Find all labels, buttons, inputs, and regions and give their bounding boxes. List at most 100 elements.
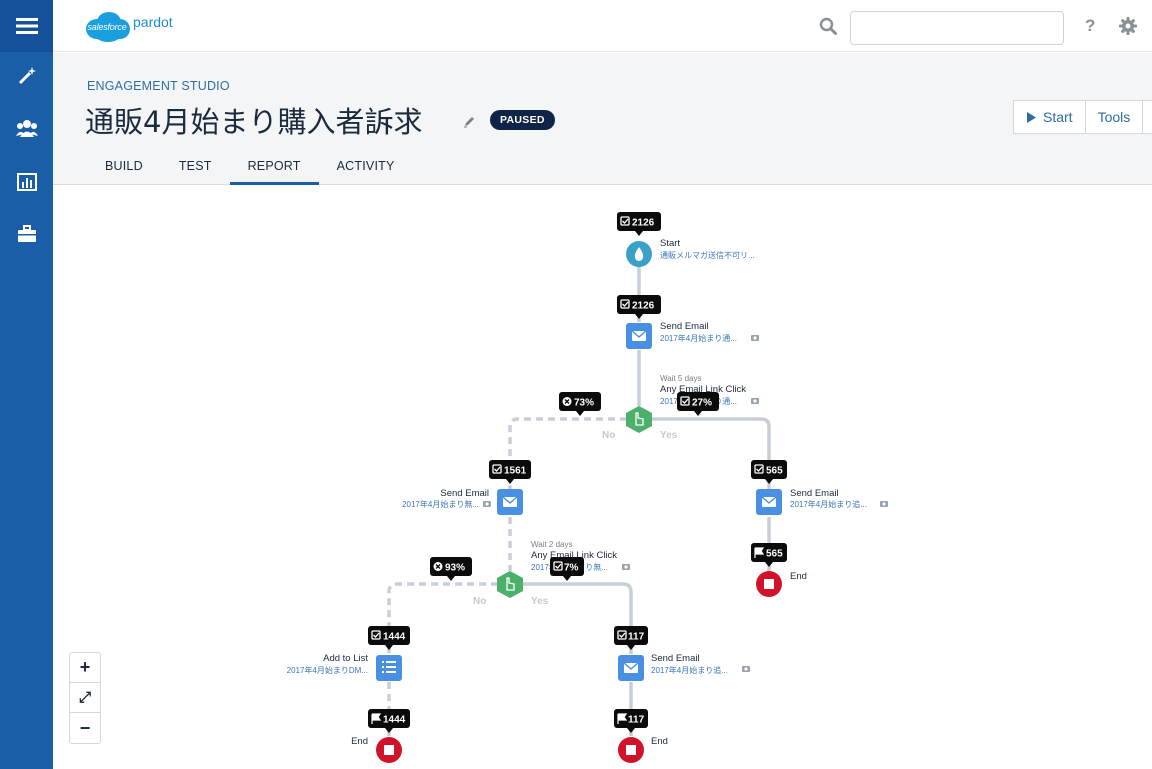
envelope-icon — [761, 496, 777, 508]
node-title: End — [790, 571, 807, 582]
tools-button-label: Tools — [1097, 109, 1131, 125]
start-button-label: Start — [1043, 109, 1073, 125]
magic-wand-icon — [18, 67, 36, 85]
pencil-icon[interactable] — [463, 115, 476, 128]
node-title: Send Email — [440, 488, 489, 499]
camera-icon[interactable] — [483, 501, 491, 507]
drop-icon — [634, 247, 644, 261]
flow-node-start[interactable]: 2126 Start 通販メルマガ送信不可リ... — [617, 212, 755, 267]
count-badge: 117 — [614, 709, 648, 733]
yes-percent-badge: 7% — [550, 557, 584, 581]
wait-label: Wait 5 days — [660, 374, 702, 383]
count-badge: 2126 — [617, 212, 661, 236]
gear-icon[interactable] — [1119, 17, 1137, 35]
status-badge: PAUSED — [490, 110, 555, 130]
no-percent-badge: 93% — [430, 557, 472, 581]
branch-no-label: No — [602, 430, 615, 441]
tab-report[interactable]: REPORT — [229, 153, 319, 185]
branch-yes-label: Yes — [660, 430, 678, 441]
yes-percent-badge: 27% — [677, 392, 719, 416]
tools-button[interactable]: Tools — [1085, 100, 1144, 134]
help-icon[interactable]: ? — [1085, 16, 1096, 35]
count-text: 117 — [628, 632, 645, 643]
top-header: salesforce pardot ? — [53, 0, 1152, 52]
count-badge: 117 — [614, 626, 648, 650]
count-badge: 1444 — [368, 709, 410, 733]
more-button[interactable] — [1143, 100, 1152, 134]
count-badge: 565 — [751, 460, 787, 484]
node-subtitle: 2017年4月始まり追... — [651, 665, 728, 675]
flow-node-rule-1[interactable]: Wait 5 days Any Email Link Click 2017年4月… — [559, 374, 759, 441]
envelope-icon — [631, 330, 647, 342]
count-text: 2126 — [632, 301, 655, 312]
camera-icon[interactable] — [742, 666, 750, 672]
stop-icon — [764, 579, 774, 589]
nav-reports[interactable] — [0, 162, 53, 202]
count-text: 565 — [766, 466, 783, 477]
wait-label: Wait 2 days — [531, 540, 573, 549]
tab-test[interactable]: TEST — [178, 159, 212, 173]
camera-icon[interactable] — [751, 398, 759, 404]
node-title: End — [351, 736, 368, 747]
tab-bar: BUILD TEST REPORT ACTIVITY — [87, 153, 413, 185]
engagement-flow: 2126 Start 通販メルマガ送信不可リ... 2126 Send E — [287, 212, 888, 763]
camera-icon[interactable] — [880, 501, 888, 507]
zoom-out-button[interactable]: − — [79, 717, 91, 738]
node-subtitle: 2017年4月始まり通... — [660, 333, 737, 343]
flow-node-send-email-2[interactable]: 1561 Send Email 2017年4月始まり無... — [402, 460, 531, 515]
count-text: 565 — [766, 549, 783, 560]
flow-node-rule-2[interactable]: Wait 2 days Any Email Link Click 2017年4月… — [430, 540, 630, 607]
branch-no-label: No — [473, 596, 486, 607]
count-badge: 1561 — [489, 460, 531, 484]
left-nav — [0, 0, 53, 769]
zoom-in-button[interactable]: + — [70, 653, 100, 683]
flow-node-end-1[interactable]: 565 End — [751, 543, 807, 597]
flow-node-send-email-3[interactable]: 565 Send Email 2017年4月始まり追... — [751, 460, 888, 515]
flag-icon — [371, 713, 382, 724]
fit-to-screen-button[interactable]: ⤢ — [70, 683, 100, 713]
node-title: Send Email — [651, 653, 700, 664]
start-button[interactable]: Start — [1013, 100, 1086, 134]
flow-node-end-3[interactable]: 117 End — [614, 709, 668, 763]
count-text: 1444 — [383, 715, 406, 726]
briefcase-icon — [17, 225, 36, 242]
count-badge: 2126 — [617, 295, 661, 319]
nav-prospects[interactable] — [0, 108, 53, 148]
nav-automation[interactable] — [0, 56, 53, 96]
hand-pointer-icon — [506, 577, 515, 591]
node-title: Start — [660, 238, 680, 249]
flow-node-send-email-4[interactable]: 117 Send Email 2017年4月始まり追... — [614, 626, 750, 681]
page-header: ENGAGEMENT STUDIO 通販4月始まり購入者訴求 PAUSED St… — [53, 53, 1152, 185]
flag-icon — [754, 547, 765, 558]
count-text: 27% — [692, 398, 712, 409]
flag-icon — [617, 713, 628, 724]
page-title: 通販4月始まり購入者訴求 — [85, 105, 423, 139]
node-subtitle: 2017年4月始まり追... — [790, 499, 867, 509]
menu-button[interactable] — [0, 0, 53, 52]
pardot-logo[interactable]: salesforce pardot — [83, 10, 173, 44]
search-icon[interactable] — [819, 17, 837, 35]
camera-icon[interactable] — [751, 335, 759, 341]
tab-activity[interactable]: ACTIVITY — [336, 159, 395, 173]
hamburger-icon — [15, 18, 38, 34]
node-title: Send Email — [790, 488, 839, 499]
flow-node-add-to-list[interactable]: 1444 Add to List 2017年4月始まりDM... — [287, 626, 410, 681]
node-subtitle: 2017年4月始まりDM... — [287, 665, 368, 675]
camera-icon[interactable] — [622, 564, 630, 570]
flow-node-send-email-1[interactable]: 2126 Send Email 2017年4月始まり通... — [617, 295, 759, 349]
tab-build[interactable]: BUILD — [105, 159, 143, 173]
count-text: 7% — [564, 563, 579, 574]
search-input[interactable] — [850, 11, 1064, 45]
node-title: Add to List — [323, 653, 368, 664]
hand-pointer-icon — [635, 412, 644, 426]
envelope-icon — [502, 496, 518, 508]
count-text: 1561 — [504, 466, 527, 477]
nav-admin[interactable] — [0, 214, 53, 254]
node-title: End — [651, 736, 668, 747]
product-name: pardot — [133, 14, 173, 30]
flow-canvas[interactable]: 2126 Start 通販メルマガ送信不可リ... 2126 Send E — [53, 186, 1152, 769]
count-text: 2126 — [632, 218, 655, 229]
flow-node-end-2[interactable]: 1444 End — [351, 709, 410, 763]
bar-chart-icon — [16, 173, 37, 191]
count-text: 1444 — [383, 632, 406, 643]
